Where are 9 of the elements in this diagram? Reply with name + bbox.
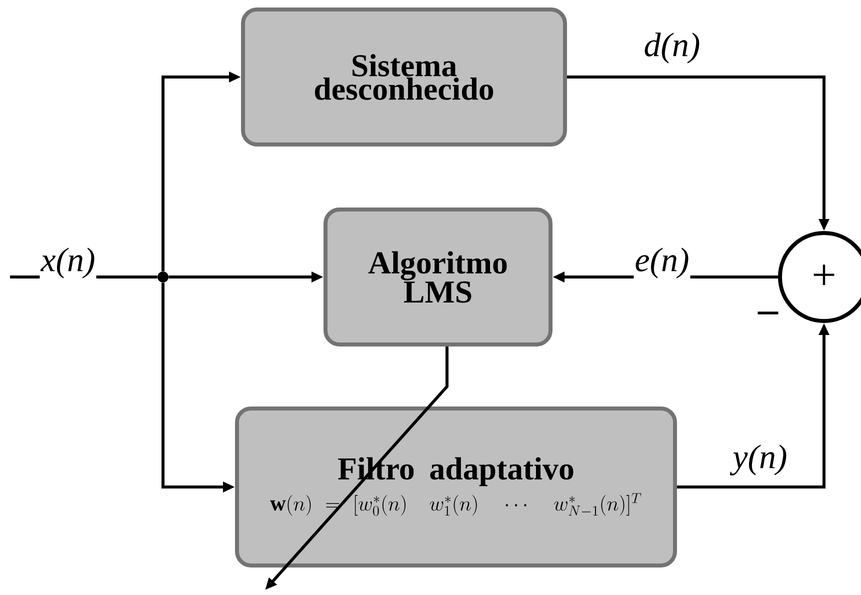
summing-junction: + <box>778 231 861 323</box>
signal-label: e(n) <box>634 246 690 280</box>
signal-label: x(n) <box>40 246 96 280</box>
process-box: Sistema desconhecido <box>241 8 567 146</box>
junction-dot <box>158 272 168 282</box>
sign-label: – <box>758 312 778 314</box>
signal-label: d(n) <box>642 32 702 64</box>
signal-label: y(n) <box>730 444 788 476</box>
process-box: Algoritmo LMS <box>324 208 552 346</box>
